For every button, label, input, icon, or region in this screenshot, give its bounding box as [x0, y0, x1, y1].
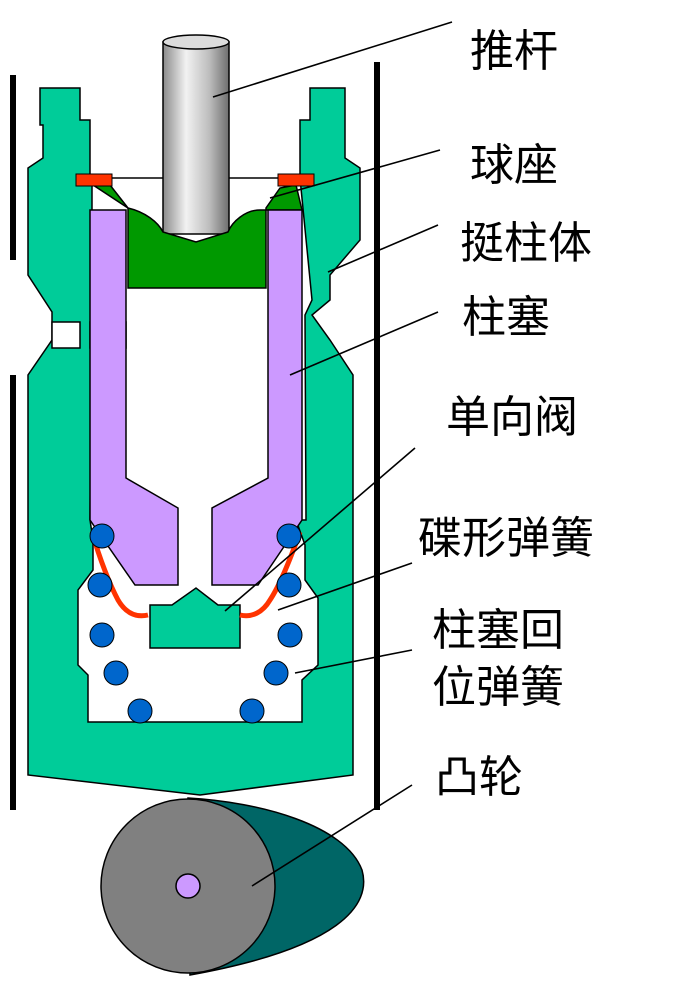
label-return-spring-line2: 位弹簧	[432, 662, 564, 713]
spring-coil	[103, 660, 129, 686]
ball-seat-shape	[90, 184, 303, 289]
check-valve-shape	[149, 587, 241, 649]
spring-coil	[263, 660, 289, 686]
ball-seat-clip-left	[75, 173, 113, 187]
push-rod	[162, 41, 230, 235]
disc-spring-left	[89, 531, 149, 619]
label-return-spring-line1: 柱塞回	[432, 605, 564, 656]
guide-wall-right	[374, 62, 380, 810]
spring-coil	[276, 523, 302, 549]
label-check-valve: 单向阀	[446, 392, 578, 443]
spring-coil	[276, 572, 302, 598]
label-tappet-body: 挺柱体	[460, 218, 592, 269]
spring-coil	[239, 698, 265, 724]
leader-disc-spring	[277, 562, 413, 611]
label-plunger: 柱塞	[462, 292, 550, 343]
spring-coil	[89, 523, 115, 549]
label-disc-spring: 碟形弹簧	[418, 513, 594, 564]
leader-tappet-body	[327, 224, 439, 273]
leader-return-spring	[294, 649, 413, 674]
guide-wall-left-lower	[10, 375, 16, 810]
push-rod-top	[162, 34, 230, 50]
guide-wall-left-upper	[10, 75, 16, 260]
spring-coil	[277, 622, 303, 648]
leader-cam	[251, 784, 413, 887]
leader-plunger	[289, 311, 439, 376]
plunger-shape-right	[211, 209, 303, 586]
leader-check-valve	[224, 447, 416, 612]
ball-seat-clip-right	[277, 173, 315, 187]
spring-coil	[87, 572, 113, 598]
return-spring-coils	[87, 523, 303, 724]
spring-coil	[89, 622, 115, 648]
label-cam: 凸轮	[435, 752, 523, 803]
leader-push-rod	[212, 21, 453, 98]
cam-shaft-hole	[175, 873, 201, 899]
tappet-body-shape	[27, 87, 361, 796]
label-push-rod: 推杆	[470, 26, 558, 77]
label-ball-seat: 球座	[470, 140, 558, 191]
leader-ball-seat	[269, 149, 441, 199]
spring-coil	[127, 698, 153, 724]
oil-hole-outer	[51, 321, 81, 349]
